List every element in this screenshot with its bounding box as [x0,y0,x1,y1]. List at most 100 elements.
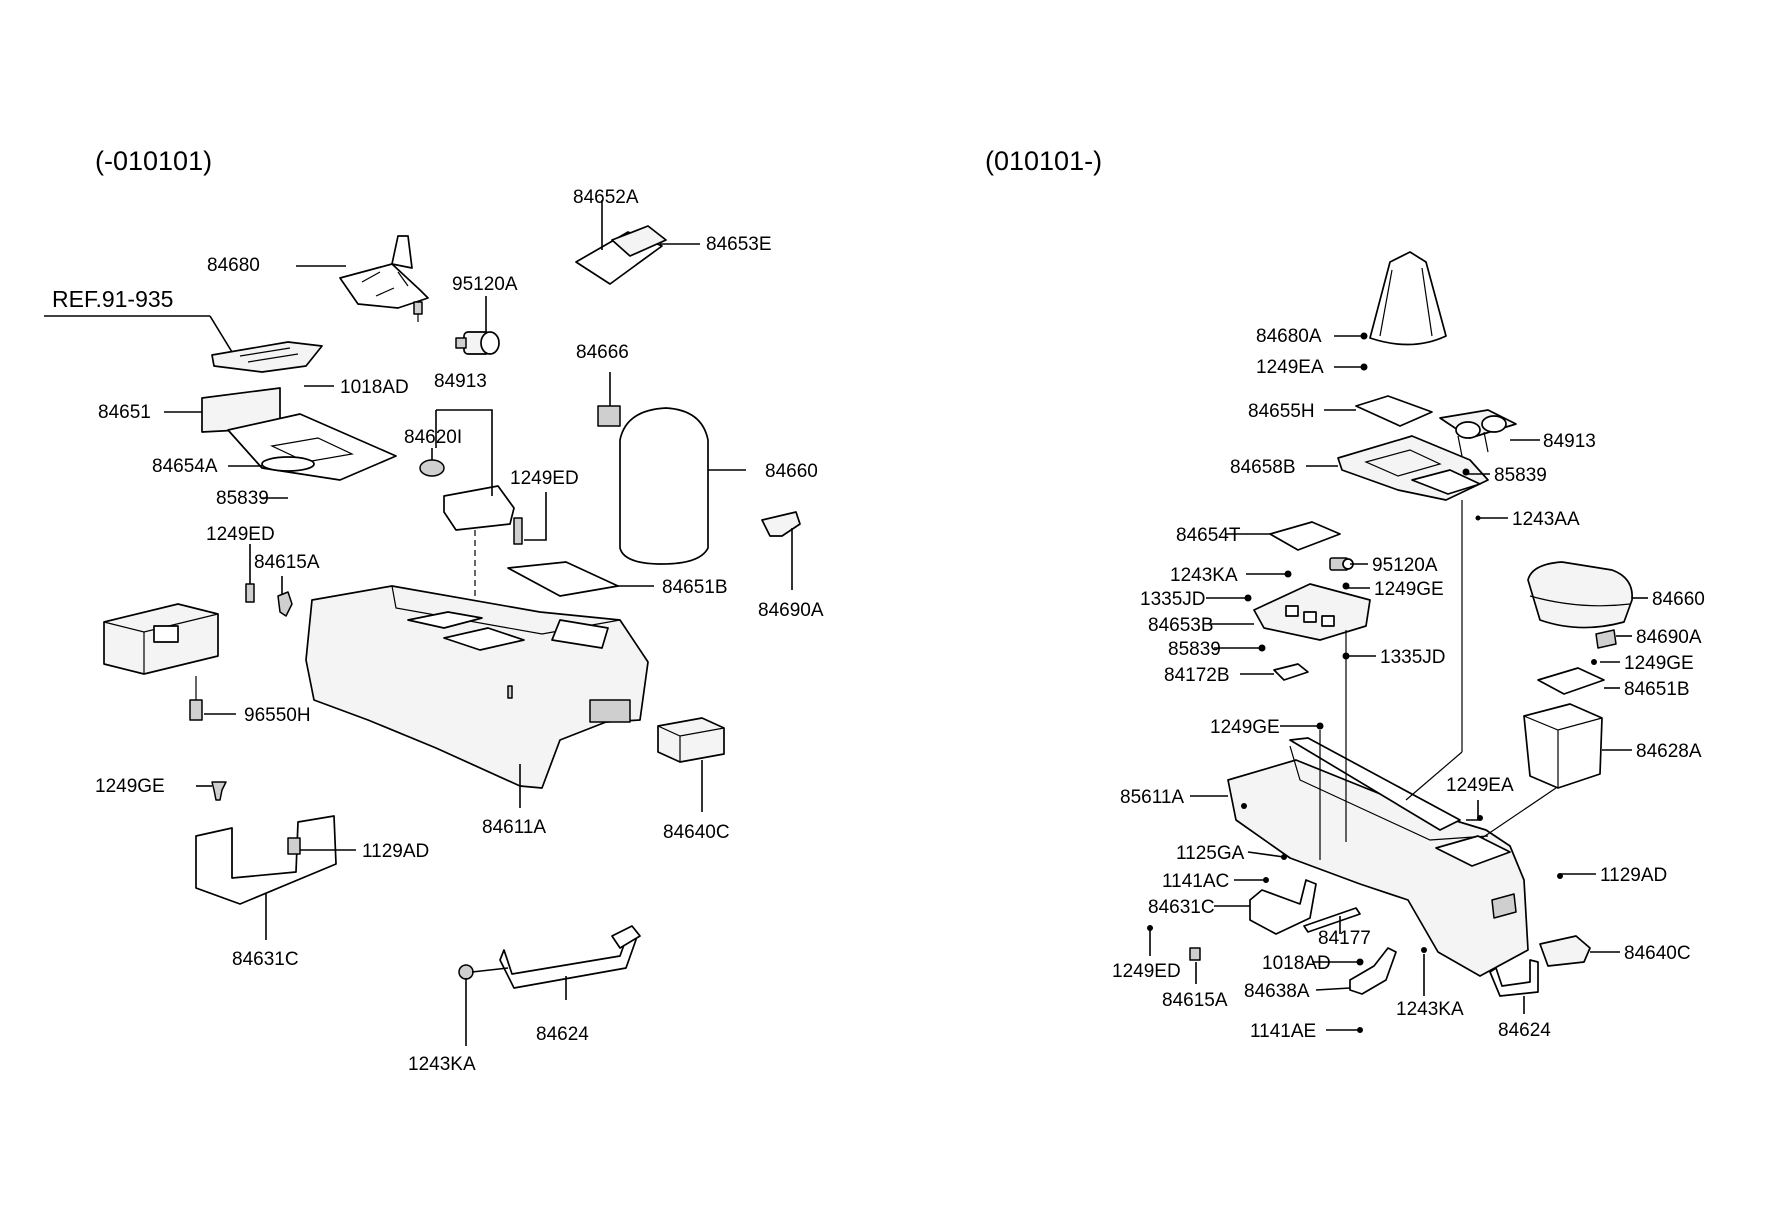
label-1018AD-r: 1018AD [1262,953,1331,974]
bin-84628A [1523,703,1603,789]
label-84666: 84666 [576,342,629,363]
label-85611A: 85611A [1120,787,1184,808]
label-84624-r: 84624 [1498,1020,1551,1041]
bracket-84638A [1349,947,1397,995]
label-1141AC: 1141AC [1162,871,1229,892]
label-84680: 84680 [207,255,260,276]
left-leaders [44,200,793,1046]
bracket-84631C-r [1249,879,1317,935]
ref-label: REF.91-935 [52,286,173,312]
left-diagram [103,225,801,989]
label-84640C: 84640C [663,822,730,843]
label-84913: 84913 [434,371,487,392]
label-1335JD-a: 1335JD [1140,589,1206,610]
label-84177: 84177 [1318,928,1371,949]
label-1249GE-b: 1249GE [1624,653,1694,674]
label-1335JD-b: 1335JD [1380,647,1446,668]
plate-84172B [1273,663,1309,681]
armrest-84660-r [1527,561,1633,629]
label-1243AA: 1243AA [1512,509,1580,530]
label-1243KA-b: 1243KA [1396,999,1464,1020]
label-1249GE-a: 1249GE [1374,579,1444,600]
label-1249EA-b: 1249EA [1446,775,1514,796]
lighter-95120A-r [1329,557,1354,571]
label-1249GE-c: 1249GE [1210,717,1280,738]
label-85839-a: 85839 [1494,465,1547,486]
latch-84690A-r [1595,629,1617,649]
label-1243KA: 1243KA [408,1054,476,1075]
label-95120A: 95120A [452,274,518,295]
label-84631C: 84631C [232,949,299,970]
label-84654T: 84654T [1176,525,1241,546]
shift-boot-84680 [339,235,429,322]
bracket-84615A [277,591,293,617]
label-1249GE: 1249GE [95,776,165,797]
console-85611A [1227,737,1529,977]
label-84640C-r: 84640C [1624,943,1691,964]
label-1018AD: 1018AD [340,377,409,398]
cupholder-84913 [1439,409,1517,457]
label-1129AD-r: 1129AD [1600,865,1667,886]
label-84611A: 84611A [482,817,546,838]
label-84615A-r: 84615A [1162,990,1228,1011]
label-1249ED-b: 1249ED [206,524,275,545]
label-1249ED-a: 1249ED [510,468,579,489]
label-84631C-r: 84631C [1148,897,1215,918]
label-1249EA-a: 1249EA [1256,357,1324,378]
left-group-title: (-010101) [95,146,212,176]
label-85839-b: 85839 [1168,639,1221,660]
label-84172B: 84172B [1164,665,1230,686]
label-84628A: 84628A [1636,741,1702,762]
label-1141AE: 1141AE [1250,1021,1316,1042]
clip-84615A-r [1189,947,1201,961]
label-84660: 84660 [765,461,818,482]
label-1129AD: 1129AD [362,841,429,862]
screw-1249GE [211,781,227,801]
bracket-84624 [458,925,641,989]
label-84652A: 84652A [573,187,639,208]
left-labels: 84680 REF.91-935 95120A 84652A 84653E 84… [52,187,824,1075]
label-84660-r: 84660 [1652,589,1705,610]
label-1243KA-a: 1243KA [1170,565,1238,586]
screw-1249ED [245,583,255,603]
label-84653B: 84653B [1148,615,1214,636]
latch-84690A [761,511,801,537]
label-1249ED-r: 1249ED [1112,961,1181,982]
mat-84651B-r [1537,667,1605,695]
console-84611A [305,585,649,789]
label-84651B-r: 84651B [1624,679,1690,700]
right-group-title: (010101-) [985,146,1102,176]
label-84624: 84624 [536,1024,589,1045]
mat-84651B [507,561,619,597]
right-diagram [1147,251,1633,1033]
panel-84658B [1337,395,1489,501]
bracket-84624-r [1489,959,1539,997]
right-labels: 84680A 1249EA 84655H 84913 84658B 85839 … [1112,326,1705,1042]
label-84654A: 84654A [152,456,218,477]
label-84658B: 84658B [1230,457,1296,478]
label-84690A: 84690A [758,600,824,621]
label-84615A: 84615A [254,552,320,573]
bracket-84631C [195,815,337,905]
label-1125GA: 1125GA [1176,843,1245,864]
tray-84652A [575,225,667,285]
clip-84666 [597,405,621,427]
ashtray-84640C [657,717,725,763]
label-84655H: 84655H [1248,401,1315,422]
label-84680A: 84680A [1256,326,1322,347]
ashtray-84640C-r [1539,935,1591,967]
switch-block-96550H [103,603,219,721]
label-84913-r: 84913 [1543,431,1596,452]
label-85839: 85839 [216,488,269,509]
label-84651B: 84651B [662,577,728,598]
shift-boot-84680A [1369,251,1447,346]
armrest-lid-84660 [619,407,709,565]
label-84690A-r: 84690A [1636,627,1702,648]
label-84653E: 84653E [706,234,772,255]
label-96550H: 96550H [244,705,311,726]
label-84638A: 84638A [1244,981,1310,1002]
label-84651: 84651 [98,402,151,423]
lighter-95120A [455,331,500,355]
strip-84177 [1303,907,1361,933]
